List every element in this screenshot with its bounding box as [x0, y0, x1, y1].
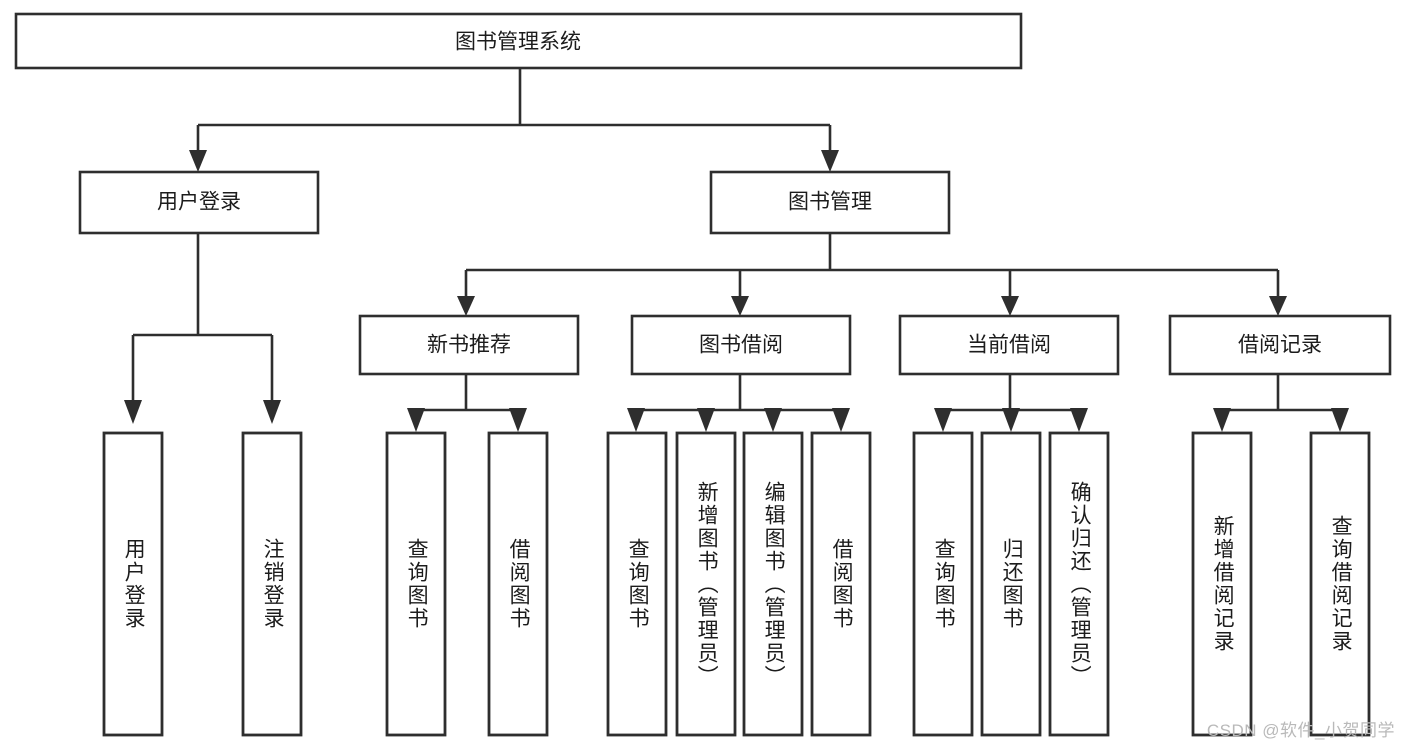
arrowhead-leaf-edit-book: [764, 408, 782, 432]
node-new-book-recommend-label: 新书推荐: [427, 334, 511, 357]
arrowhead-leaf-query-book-1: [407, 408, 425, 432]
arrowhead-leaf-user-login: [124, 400, 142, 424]
node-book-borrow[interactable]: 图书借阅: [630, 314, 852, 376]
connector-group-root: [189, 68, 839, 172]
arrowhead-book-management: [821, 150, 839, 172]
node-current-borrow-box[interactable]: [898, 314, 1120, 376]
arrowhead-book-borrow: [731, 296, 749, 316]
connector-group-book-management: [457, 233, 1287, 316]
node-new-book-recommend-box[interactable]: [358, 314, 580, 376]
arrowhead-leaf-query-record: [1331, 408, 1349, 432]
node-current-borrow-label: 当前借阅: [967, 334, 1051, 357]
node-root-box[interactable]: [14, 12, 1023, 70]
node-book-management-label: 图书管理: [788, 191, 872, 214]
node-new-book-recommend[interactable]: 新书推荐: [358, 314, 580, 376]
node-root-label: 图书管理系统: [455, 31, 581, 54]
leaf-borrow-book-2-box[interactable]: [810, 431, 872, 737]
leaf-edit-book-box[interactable]: [742, 431, 804, 737]
arrowhead-user-login: [189, 150, 207, 172]
arrowhead-leaf-return-book: [1002, 408, 1020, 432]
connector-group-user-login: [124, 233, 281, 424]
node-user-login[interactable]: 用户登录: [78, 170, 320, 235]
arrowhead-leaf-confirm-return: [1070, 408, 1088, 432]
leaf-query-book-1-box[interactable]: [385, 431, 447, 737]
node-root[interactable]: 图书管理系统: [14, 12, 1023, 70]
leaf-add-book-box[interactable]: [675, 431, 737, 737]
node-book-borrow-label: 图书借阅: [699, 334, 783, 357]
leaf-user-login-box[interactable]: [102, 431, 164, 737]
leaf-boxes: [102, 431, 1371, 737]
node-user-login-box[interactable]: [78, 170, 320, 235]
leaf-query-book-2-box[interactable]: [606, 431, 668, 737]
arrowhead-leaf-borrow-book-2: [832, 408, 850, 432]
connector-group-new-book-recommend: [407, 374, 527, 432]
arrowhead-current-borrow: [1001, 296, 1019, 316]
leaf-borrow-book-1-box[interactable]: [487, 431, 549, 737]
arrowhead-new-book-recommend: [457, 296, 475, 316]
arrowhead-borrow-record: [1269, 296, 1287, 316]
node-book-management[interactable]: 图书管理: [709, 170, 951, 235]
arrowhead-leaf-query-book-3: [934, 408, 952, 432]
connector-group-borrow-record: [1213, 374, 1349, 432]
arrowhead-leaf-borrow-book-1: [509, 408, 527, 432]
leaf-return-book-box[interactable]: [980, 431, 1042, 737]
arrowhead-leaf-add-book: [697, 408, 715, 432]
arrowhead-leaf-user-logout: [263, 400, 281, 424]
node-book-management-box[interactable]: [709, 170, 951, 235]
node-book-borrow-box[interactable]: [630, 314, 852, 376]
connector-group-book-borrow: [627, 374, 850, 432]
node-borrow-record-label: 借阅记录: [1238, 334, 1322, 357]
csdn-watermark: CSDN @软件_小贺同学: [1206, 721, 1395, 740]
connector-group-current-borrow: [934, 374, 1088, 432]
node-user-login-label: 用户登录: [157, 191, 241, 214]
node-current-borrow[interactable]: 当前借阅: [898, 314, 1120, 376]
node-borrow-record-box[interactable]: [1168, 314, 1392, 376]
leaf-query-book-3-box[interactable]: [912, 431, 974, 737]
leaf-query-record-box[interactable]: [1309, 431, 1371, 737]
leaf-confirm-return-box[interactable]: [1048, 431, 1110, 737]
leaf-add-record-box[interactable]: [1191, 431, 1253, 737]
arrowhead-leaf-query-book-2: [627, 408, 645, 432]
node-borrow-record[interactable]: 借阅记录: [1168, 314, 1392, 376]
leaf-user-logout-box[interactable]: [241, 431, 303, 737]
arrowhead-leaf-add-record: [1213, 408, 1231, 432]
